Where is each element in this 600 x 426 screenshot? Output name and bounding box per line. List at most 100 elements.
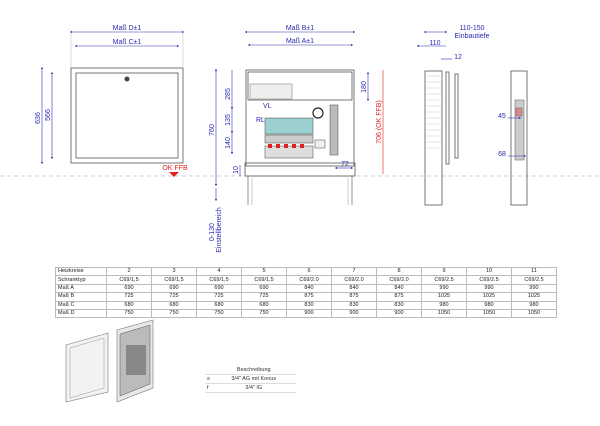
dim-135: 135 <box>225 114 232 126</box>
table-cell: 2 <box>106 266 152 277</box>
legend-key: f <box>205 383 212 393</box>
table-cell: C69/1,5 <box>151 275 197 285</box>
table-cell: 830 <box>331 300 377 310</box>
legend-desc: 3/4" IG <box>211 383 296 393</box>
table-cell: C69/2.0 <box>376 275 422 285</box>
front-view: Maß D±1 Maß C±1 636 566 OK FFB <box>35 25 188 177</box>
table-cell: C69/2.0 <box>286 275 332 285</box>
table-cell: 1025 <box>466 292 512 302</box>
table-cell: 680 <box>106 300 152 310</box>
table-cell: 830 <box>286 300 332 310</box>
vl-label: VL <box>263 103 272 110</box>
dim-566: 566 <box>45 109 52 121</box>
table-cell: 840 <box>331 283 377 294</box>
table-cell: 900 <box>376 308 422 319</box>
table-cell: 750 <box>106 308 152 319</box>
table-cell: C69/2.0 <box>331 275 377 285</box>
dim-10: 10 <box>233 166 240 174</box>
dim-636: 636 <box>35 112 42 124</box>
dim-mass-b: Maß B±1 <box>286 25 314 32</box>
table-cell: Maß A <box>55 283 107 294</box>
dim-45: 45 <box>498 113 506 120</box>
table-cell: 9 <box>421 266 467 277</box>
table-cell: 3 <box>151 266 197 277</box>
table-cell: Maß B <box>55 292 107 302</box>
table-cell: 680 <box>151 300 197 310</box>
table-cell: 990 <box>421 283 467 294</box>
table-cell: 840 <box>376 283 422 294</box>
manifold <box>264 104 339 159</box>
table-cell: C69/1,5 <box>196 275 242 285</box>
table-cell: C69/2.5 <box>466 275 512 285</box>
dim-mass-c: Maß C±1 <box>113 39 142 46</box>
table-cell: 750 <box>241 308 287 319</box>
table-cell: 4 <box>196 266 242 277</box>
dim-mass-a: Maß A±1 <box>286 38 314 45</box>
legend-key: s <box>205 374 212 384</box>
table-cell: 690 <box>196 283 242 294</box>
table-cell: 990 <box>511 283 557 294</box>
dim-110-150: 110-150 <box>459 25 484 32</box>
table-cell: C69/1,5 <box>241 275 287 285</box>
cabinet-3d-image <box>65 319 154 403</box>
adjust-range-label: Einstellbereich <box>216 207 223 253</box>
table-cell: 900 <box>286 308 332 319</box>
rl-label: RL <box>256 117 265 124</box>
side-view-left: 110-150 Einbautiefe 110 12 <box>416 25 490 206</box>
table-cell: 680 <box>241 300 287 310</box>
dim-110: 110 <box>429 40 440 47</box>
dim-12: 12 <box>454 54 462 61</box>
table-cell: 1025 <box>511 292 557 302</box>
table-cell: 750 <box>196 308 242 319</box>
middle-view: VL RL Maß B±1 Maß A±1 760 285 135 140 10… <box>209 25 384 253</box>
table-cell: 680 <box>196 300 242 310</box>
table-cell: Maß D <box>55 308 107 319</box>
table-cell: C69/2.5 <box>421 275 467 285</box>
dim-760: 760 <box>209 124 216 136</box>
table-cell: 690 <box>241 283 287 294</box>
table-cell: 725 <box>241 292 287 302</box>
dim-72: 72 <box>341 161 349 168</box>
table-cell: 840 <box>286 283 332 294</box>
dim-68: 68 <box>498 151 506 158</box>
table-cell: Schranktyp <box>55 275 107 285</box>
table-cell: 7 <box>331 266 377 277</box>
dim-706-ok-ffb: 706 (OK FFB) <box>376 100 383 144</box>
ok-ffb-label: OK FFB <box>162 165 188 172</box>
legend-spacer <box>205 366 212 375</box>
table-cell: 980 <box>466 300 512 310</box>
table-cell: 830 <box>376 300 422 310</box>
dim-140: 140 <box>225 137 232 149</box>
table-cell: 6 <box>286 266 332 277</box>
table-cell: 980 <box>421 300 467 310</box>
table-cell: 1050 <box>421 308 467 319</box>
dim-0-130: 0-130 <box>209 223 216 241</box>
table-cell: 875 <box>286 292 332 302</box>
table-cell: 1050 <box>511 308 557 319</box>
table-cell: 690 <box>106 283 152 294</box>
table-cell: 1050 <box>466 308 512 319</box>
table-cell: 750 <box>151 308 197 319</box>
table-cell: 900 <box>331 308 377 319</box>
table-cell: C69/1,5 <box>106 275 152 285</box>
ok-ffb-marker-icon <box>169 172 179 177</box>
dim-mass-d: Maß D±1 <box>113 25 142 32</box>
table-cell: 690 <box>151 283 197 294</box>
table-cell: 725 <box>151 292 197 302</box>
table-cell: 990 <box>466 283 512 294</box>
table-cell: 5 <box>241 266 287 277</box>
table-cell: 725 <box>196 292 242 302</box>
dim-285: 285 <box>225 88 232 100</box>
depth-label: Einbautiefe <box>454 33 489 40</box>
table-cell: Maß C <box>55 300 107 310</box>
table-cell: 725 <box>106 292 152 302</box>
